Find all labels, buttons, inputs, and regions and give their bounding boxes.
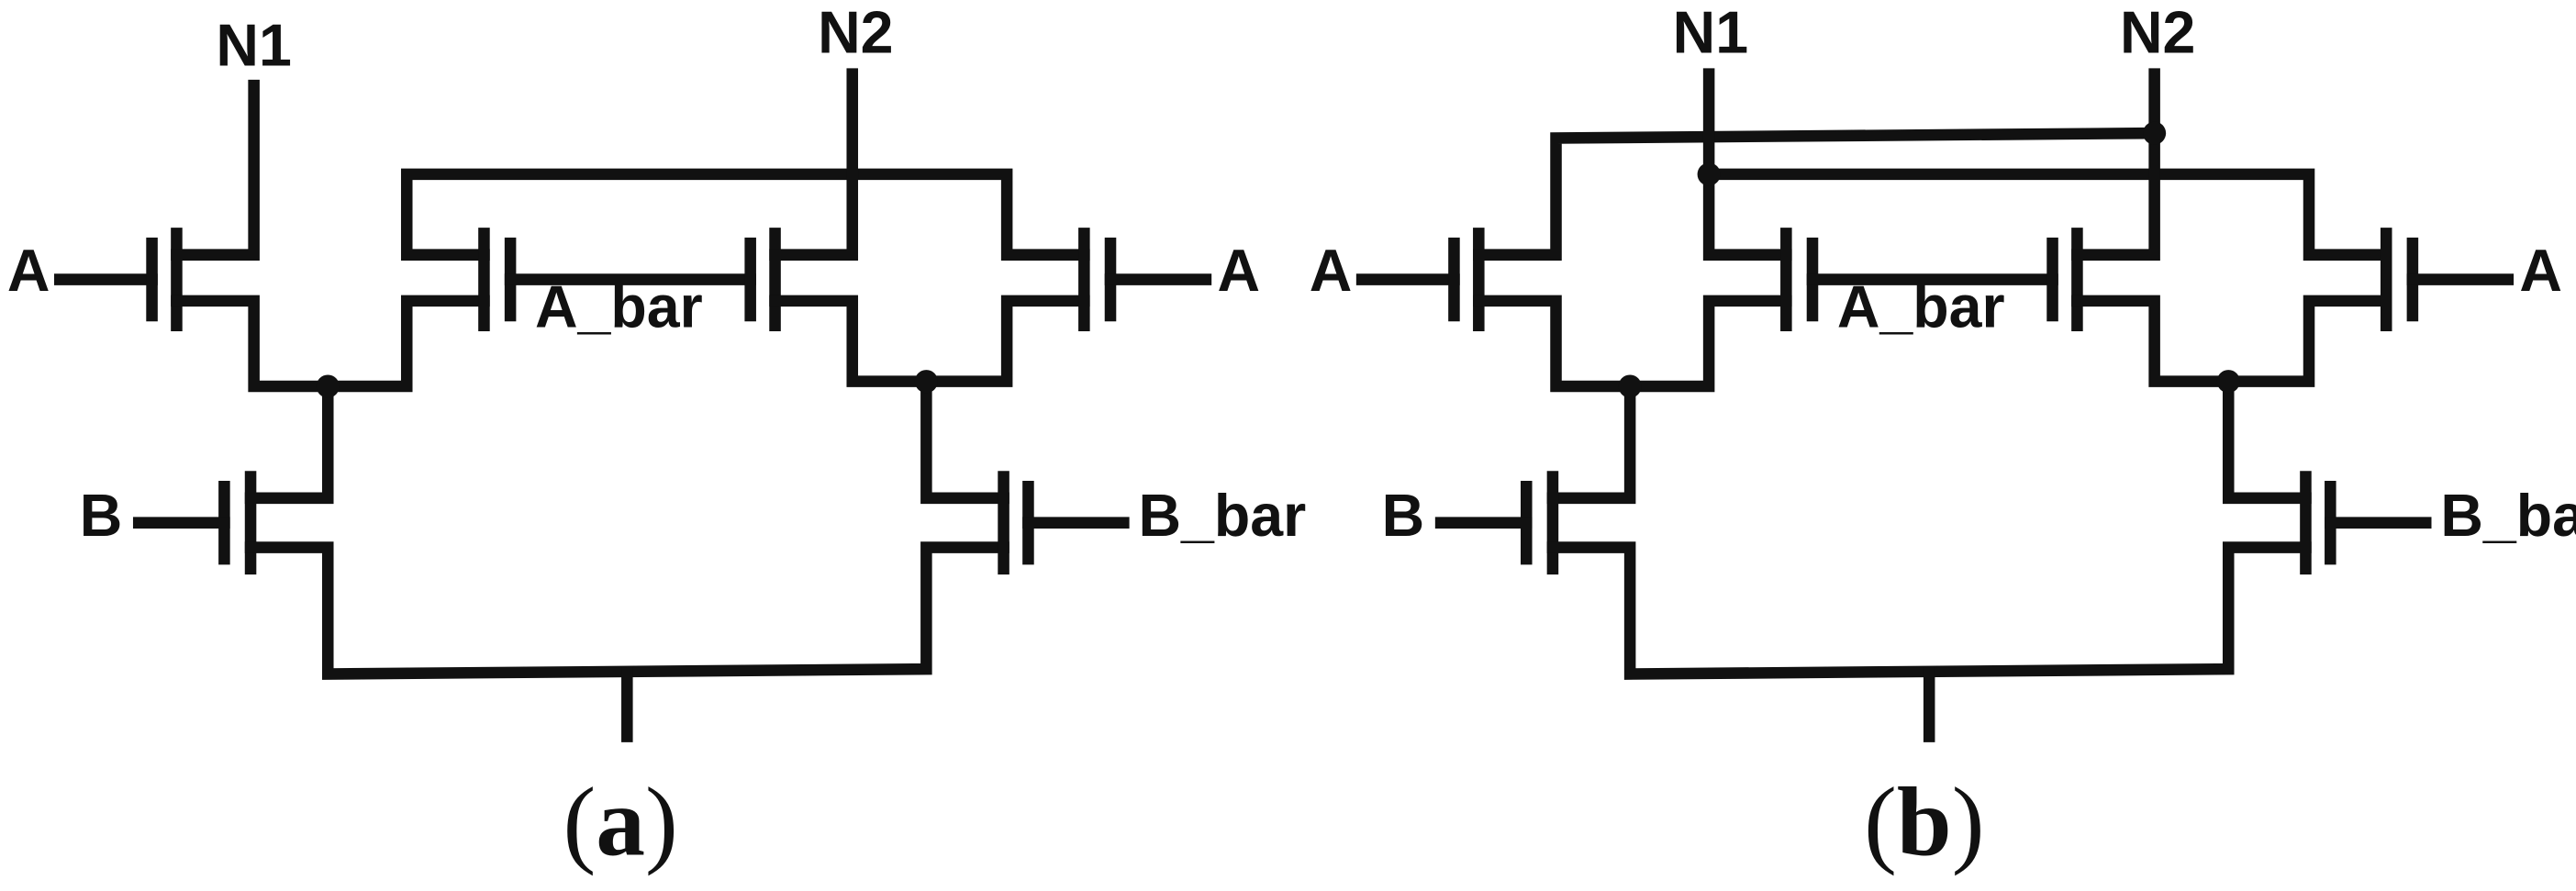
caption-a-letter: a — [596, 768, 645, 877]
b-label-a-right: A — [2519, 238, 2562, 304]
caption-a-open: ( — [563, 768, 596, 877]
b-label-abar: A_bar — [1837, 274, 2005, 340]
cross-wire-top — [400, 168, 1090, 261]
b-junction-node-right — [2216, 370, 2240, 394]
b-junction-node-n2 — [2143, 121, 2167, 145]
label-b: B — [80, 483, 123, 549]
b-transistor-a-left-source — [1473, 295, 1792, 393]
b-drain-wire — [244, 380, 334, 505]
b-label-n1: N1 — [1673, 0, 1748, 65]
caption-a-close: ) — [645, 768, 678, 877]
junction-node-right — [914, 370, 938, 394]
n1-wire — [171, 79, 260, 261]
caption-b-open: ( — [1864, 768, 1897, 877]
b-label-b: B — [1382, 483, 1425, 549]
transistor-a-left-source — [171, 295, 490, 393]
panel-b-wires — [1355, 68, 2515, 742]
b-label-n2: N2 — [2120, 0, 2195, 65]
bbar-drain-wire — [920, 375, 1009, 505]
b-cross-wire-n2 — [1473, 127, 2160, 261]
panel-b: N1 N2 A A_bar A B B_bar (b) — [1310, 0, 2576, 877]
panel-a: N1 N2 A A_bar A B B_bar (a) — [7, 0, 1306, 877]
b-label-a-left: A — [1310, 238, 1353, 304]
transistor-abar-right-source — [769, 295, 1090, 387]
label-bbar: B_bar — [1138, 483, 1306, 549]
tail-wire — [244, 541, 1009, 680]
b-n2-wire — [2071, 68, 2160, 261]
caption-a: (a) — [563, 768, 677, 877]
label-abar: A_bar — [535, 274, 703, 340]
junction-node-left — [316, 374, 340, 398]
b-transistor-abar-right-source — [2071, 295, 2392, 387]
b-b-drain-wire — [1546, 380, 1636, 505]
caption-b: (b) — [1864, 768, 1984, 877]
caption-b-close: ) — [1952, 768, 1985, 877]
b-junction-node-left — [1618, 374, 1642, 398]
label-a-right: A — [1217, 238, 1260, 304]
b-label-bbar: B_bar — [2440, 483, 2576, 549]
b-cross-wire-n1 — [1702, 168, 2392, 261]
b-n1-wire — [1702, 68, 1792, 261]
panel-a-wires — [53, 68, 1212, 742]
label-n2: N2 — [818, 0, 893, 65]
label-a-left: A — [7, 238, 50, 304]
n2-wire — [769, 68, 859, 261]
caption-b-letter: b — [1897, 768, 1952, 877]
label-n1: N1 — [216, 13, 291, 79]
b-bbar-drain-wire — [2222, 375, 2312, 505]
b-junction-node-n1 — [1697, 162, 1721, 186]
b-tail-wire — [1546, 541, 2312, 680]
